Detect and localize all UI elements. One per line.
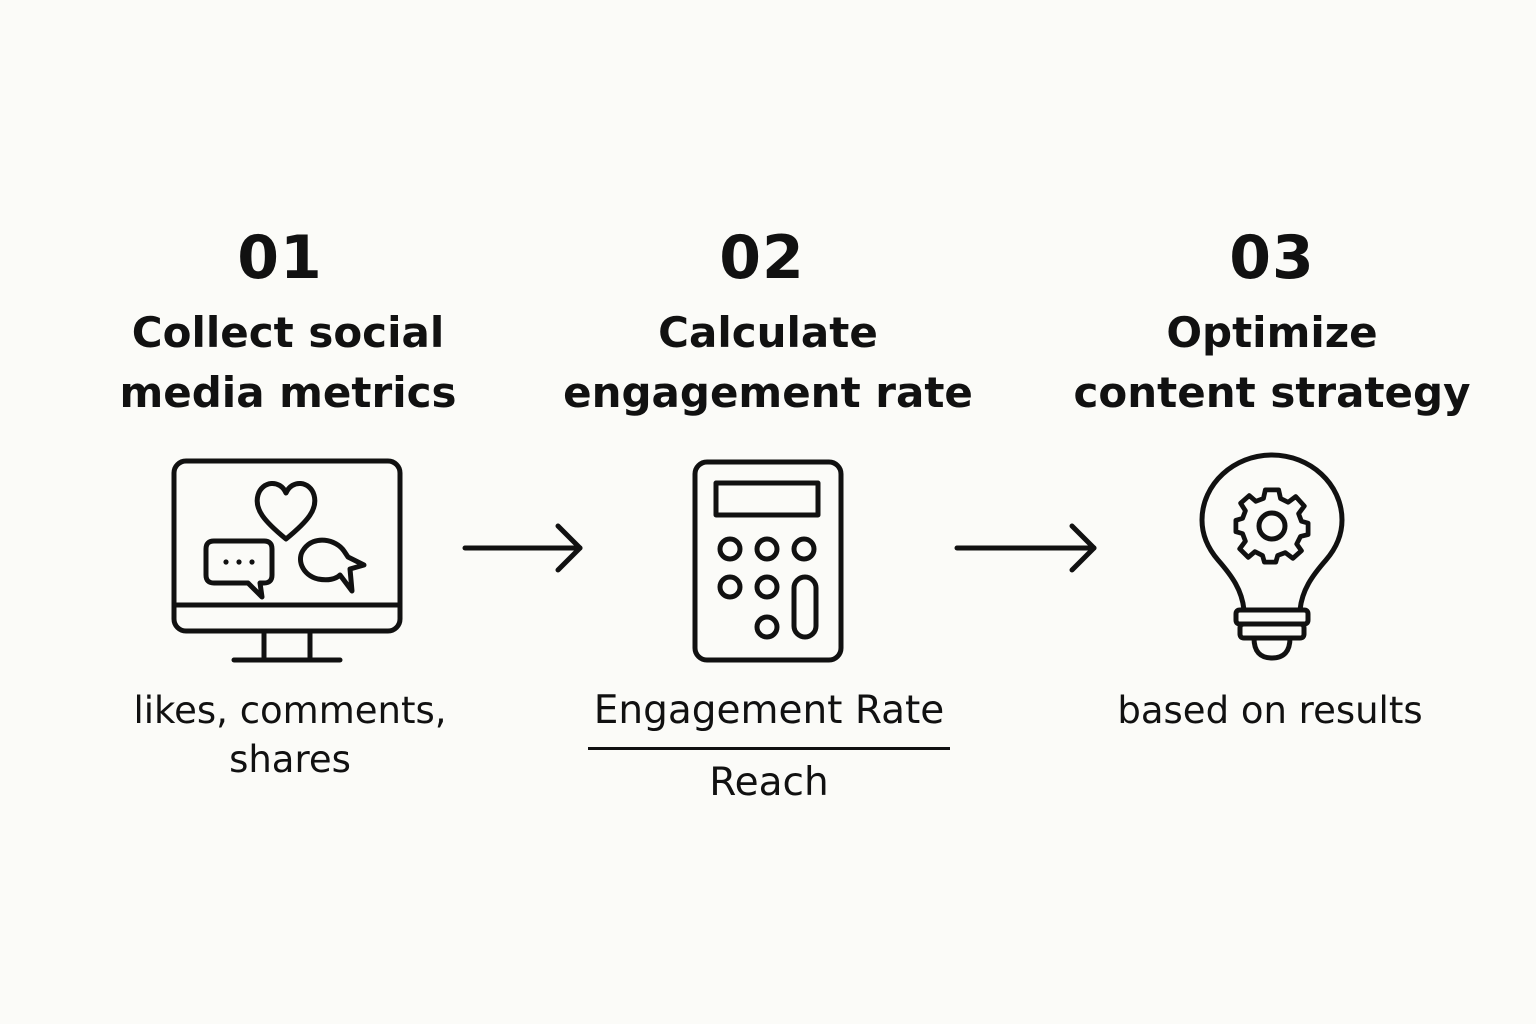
- step-2-title-line-1: Calculate: [658, 308, 878, 357]
- step-1-caption: likes, comments, shares: [80, 686, 500, 784]
- step-1-title-line-2: media metrics: [119, 368, 457, 417]
- arrow-right-icon: [952, 520, 1102, 580]
- lightbulb-gear-icon: [1196, 450, 1348, 666]
- step-3-caption-line-1: based on results: [1117, 689, 1423, 732]
- step-2-title: Calculate engagement rate: [530, 303, 1006, 423]
- step-3-number: 03: [1229, 223, 1315, 293]
- formula-fraction-bar: [588, 747, 950, 750]
- calculator-icon: [690, 457, 846, 665]
- engagement-formula: Engagement Rate Reach: [588, 686, 950, 810]
- step-1-number: 01: [237, 223, 323, 293]
- step-1-caption-line-2: shares: [229, 738, 351, 781]
- formula-numerator: Engagement Rate: [593, 688, 945, 733]
- step-3-title-line-2: content strategy: [1073, 368, 1471, 417]
- step-3-caption: based on results: [1070, 686, 1470, 735]
- step-3-title: Optimize content strategy: [1048, 303, 1496, 423]
- step-1-caption-line-1: likes, comments,: [133, 689, 447, 732]
- step-3-title-line-1: Optimize: [1166, 308, 1378, 357]
- step-2-title-line-2: engagement rate: [563, 368, 973, 417]
- arrow-right-icon: [460, 520, 590, 580]
- monitor-social-icon: [168, 455, 408, 667]
- step-2-number: 02: [719, 223, 805, 293]
- step-1-title: Collect social media metrics: [60, 303, 516, 423]
- step-1-title-line-1: Collect social: [131, 308, 445, 357]
- formula-denominator: Reach: [709, 760, 829, 805]
